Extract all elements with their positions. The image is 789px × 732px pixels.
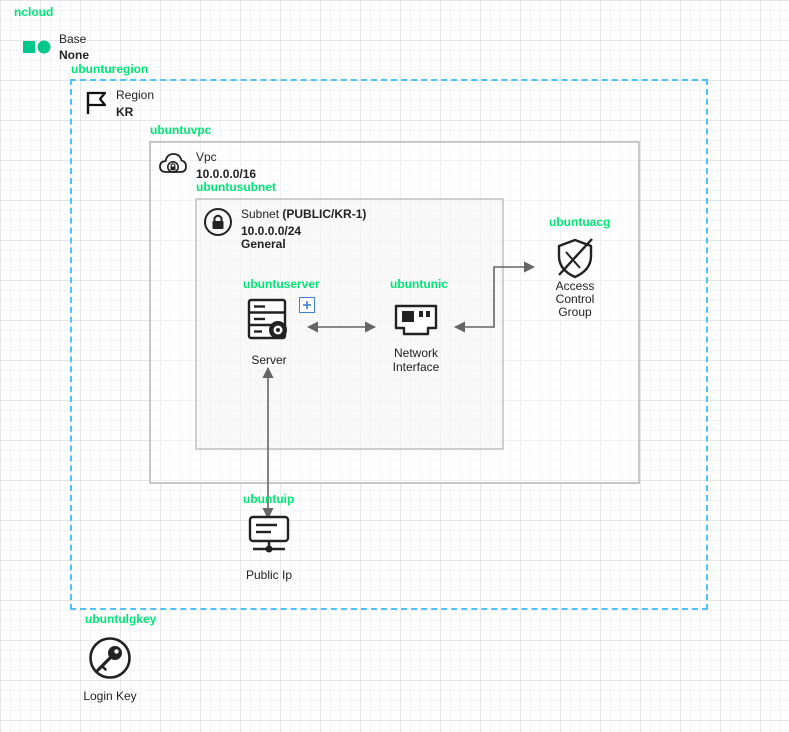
server-icon bbox=[247, 298, 287, 340]
base-value: None bbox=[59, 48, 89, 62]
nic-name: ubuntunic bbox=[390, 277, 448, 291]
public-ip-label: Public Ip bbox=[245, 568, 293, 582]
base-title: Base bbox=[59, 32, 87, 46]
login-key-label: Login Key bbox=[83, 689, 137, 703]
acg-label-line2: Control bbox=[555, 292, 595, 306]
public-ip-icon bbox=[248, 515, 290, 553]
server-node[interactable] bbox=[246, 297, 294, 343]
base-icon bbox=[22, 38, 52, 56]
plus-icon bbox=[303, 301, 311, 309]
subnet-name: ubuntusubnet bbox=[196, 180, 276, 194]
subnet-title-line: Subnet (PUBLIC/KR-1) bbox=[241, 207, 366, 221]
key-icon bbox=[89, 637, 131, 679]
expand-plus-button[interactable] bbox=[299, 297, 315, 313]
subnet-usage: General bbox=[241, 237, 286, 251]
acg-label: Access Control Group bbox=[535, 280, 615, 319]
nic-label-line1: Network bbox=[393, 346, 438, 360]
flag-icon bbox=[85, 90, 109, 116]
acg-node[interactable] bbox=[554, 236, 596, 280]
login-key-name: ubuntulgkey bbox=[85, 612, 157, 626]
server-name: ubuntuserver bbox=[243, 277, 320, 291]
vpc-title: Vpc bbox=[196, 150, 217, 164]
subnet-type: (PUBLIC/KR-1) bbox=[282, 207, 367, 221]
region-container[interactable] bbox=[70, 79, 708, 610]
lock-icon bbox=[203, 207, 233, 237]
vpc-cidr: 10.0.0.0/16 bbox=[196, 167, 257, 181]
cloud-lock-icon bbox=[158, 151, 188, 177]
login-key-node[interactable] bbox=[88, 636, 132, 680]
nic-label-line2: Interface bbox=[392, 360, 440, 374]
acg-label-line3: Group bbox=[558, 305, 592, 319]
public-ip-node[interactable] bbox=[247, 514, 291, 556]
public-ip-name: ubuntuip bbox=[243, 492, 295, 506]
acg-name: ubuntuacg bbox=[549, 215, 611, 229]
shield-icon bbox=[557, 238, 593, 279]
acg-label-line1: Access bbox=[555, 279, 595, 293]
region-title: Region bbox=[116, 88, 155, 102]
region-value: KR bbox=[116, 105, 134, 119]
nic-label: Network Interface bbox=[376, 346, 456, 374]
subnet-cidr: 10.0.0.0/24 bbox=[241, 224, 302, 238]
server-label: Server bbox=[251, 353, 287, 367]
subnet-title: Subnet bbox=[241, 207, 280, 221]
nic-node[interactable] bbox=[393, 302, 439, 338]
nic-acg-connector bbox=[453, 261, 536, 333]
provider-label: ncloud bbox=[14, 5, 54, 19]
network-card-icon bbox=[394, 304, 438, 336]
region-name: ubunturegion bbox=[71, 62, 149, 76]
vpc-name: ubuntuvpc bbox=[150, 123, 212, 137]
